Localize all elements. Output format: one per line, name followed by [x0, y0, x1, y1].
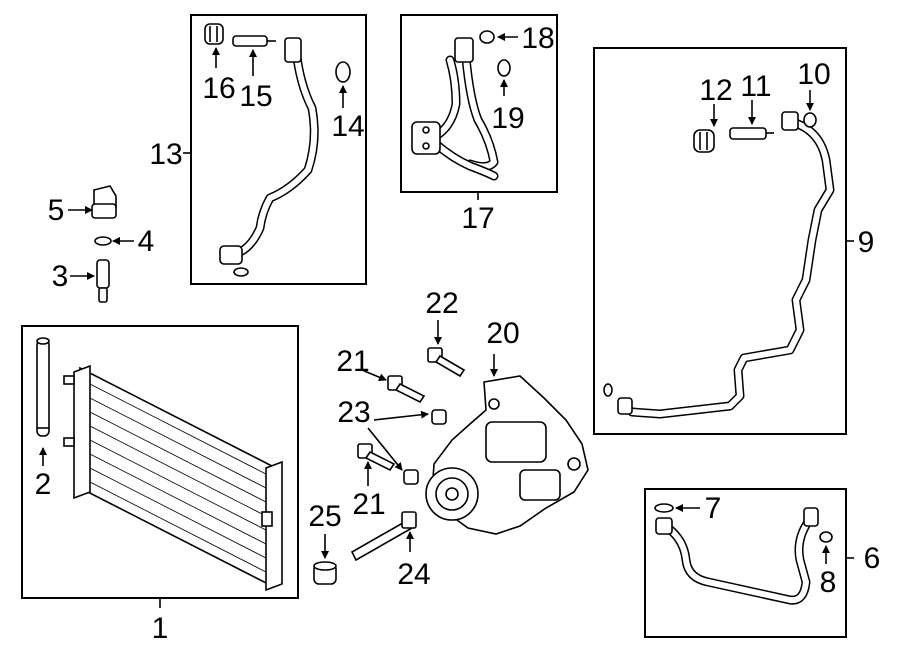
bushing-23-lower-illustration — [403, 469, 419, 485]
callout-10: 10 — [797, 58, 830, 91]
cap-16-illustration — [204, 23, 224, 45]
valve-core-11-illustration — [729, 127, 774, 140]
callout-12: 12 — [699, 74, 732, 107]
callout-5: 5 — [48, 194, 65, 227]
callout-20: 20 — [486, 317, 519, 350]
cap-12-illustration — [693, 129, 715, 153]
callout-21-lower: 21 — [352, 488, 385, 521]
suction-hose-illustration — [219, 37, 319, 277]
o-ring-18-illustration — [479, 30, 495, 44]
o-ring-7-illustration — [654, 503, 674, 513]
suction-hose-group-box — [190, 14, 367, 285]
nut-25-illustration — [313, 561, 337, 585]
bolt-21-lower-illustration — [357, 443, 396, 472]
callout-3: 3 — [52, 260, 69, 293]
condenser-illustration — [63, 364, 283, 592]
o-ring-8-illustration — [819, 531, 833, 543]
hose-17-group-box — [400, 14, 558, 193]
valve-core-15-illustration — [232, 35, 276, 47]
callout-2: 2 — [35, 468, 52, 501]
receiver-drier-illustration — [36, 337, 50, 437]
callout-13: 13 — [149, 138, 182, 171]
valve-3-illustration — [96, 259, 110, 303]
callout-11: 11 — [740, 70, 771, 103]
callout-23: 23 — [337, 396, 370, 429]
o-ring-19-illustration — [497, 59, 511, 77]
callout-7: 7 — [705, 492, 722, 525]
compressor-illustration — [425, 375, 589, 535]
callout-22: 22 — [425, 287, 458, 320]
callout-14: 14 — [331, 110, 364, 143]
bolt-21-upper-illustration — [387, 375, 426, 404]
callout-19: 19 — [491, 102, 524, 135]
callout-25: 25 — [308, 500, 341, 533]
o-ring-4-illustration — [94, 236, 112, 246]
callout-4: 4 — [138, 225, 155, 258]
pressure-switch-illustration — [91, 185, 117, 219]
hose-6-illustration — [655, 507, 819, 605]
callout-18: 18 — [521, 22, 554, 55]
callout-1: 1 — [152, 612, 169, 645]
callout-9: 9 — [858, 226, 875, 259]
stud-24-illustration — [350, 511, 417, 562]
leader-lines — [39, 33, 854, 608]
callout-6: 6 — [864, 542, 881, 575]
liquid-line-illustration — [603, 111, 835, 419]
callout-24: 24 — [397, 558, 430, 591]
bolt-22-illustration — [427, 347, 466, 378]
hose-17-illustration — [411, 37, 499, 181]
o-ring-10-illustration — [803, 112, 817, 128]
callout-21-upper: 21 — [336, 345, 369, 378]
o-ring-14-illustration — [335, 61, 351, 83]
bushing-23-upper-illustration — [431, 409, 447, 425]
callout-8: 8 — [820, 566, 837, 599]
callout-17: 17 — [461, 202, 494, 235]
callout-16: 16 — [202, 72, 235, 105]
callout-15: 15 — [239, 80, 272, 113]
hose-6-group-box — [644, 488, 847, 638]
